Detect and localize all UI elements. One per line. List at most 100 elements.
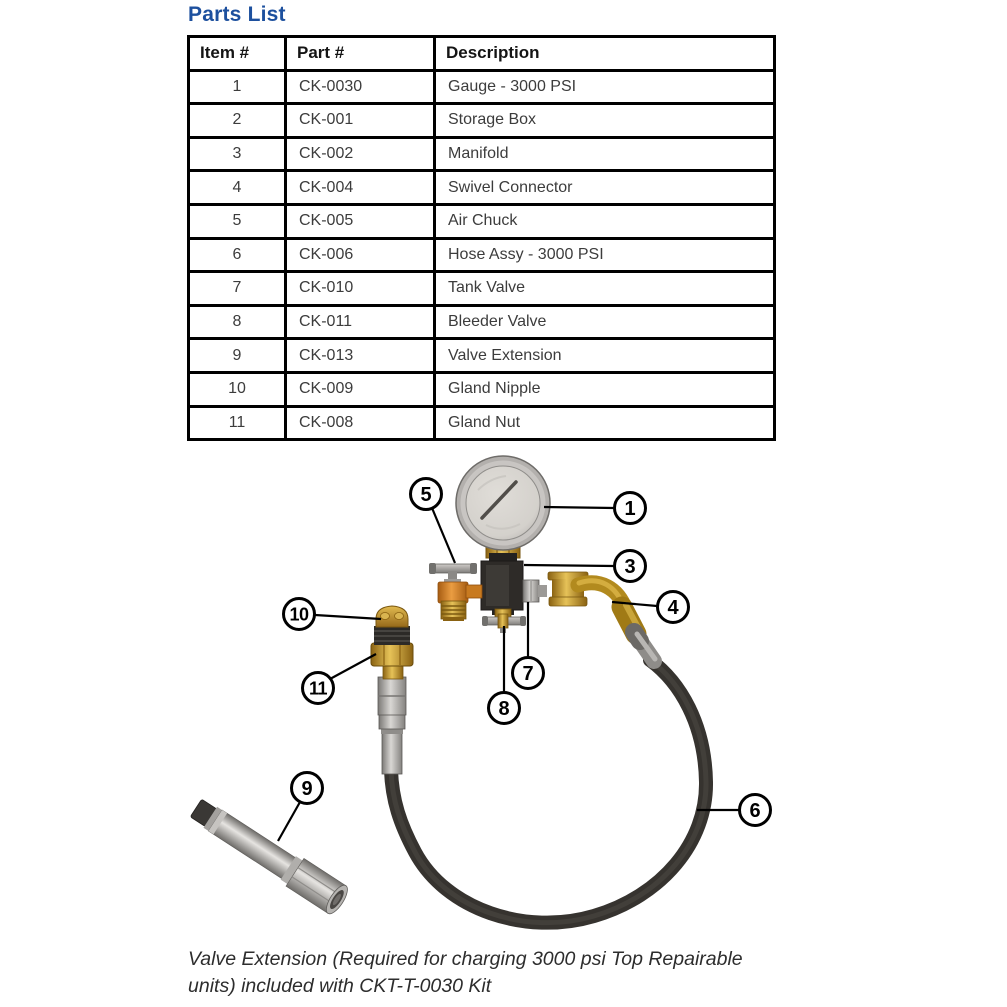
table-row: 4 CK-004 Swivel Connector: [187, 169, 776, 206]
callout-circle: [613, 549, 647, 583]
part-number-cell: CK-009: [284, 370, 436, 408]
callout-number: 10: [289, 605, 309, 625]
callout-number: 11: [309, 679, 328, 699]
table-row: 7 CK-010 Tank Valve: [187, 270, 776, 307]
item-number-cell: 5: [187, 202, 287, 240]
air-chuck: [429, 563, 483, 621]
description-cell: Manifold: [433, 135, 776, 173]
manifold-top-stub: [489, 553, 517, 563]
column-header-item: Item #: [187, 35, 287, 72]
footnote-line-2: units) included with CKT-T-0030 Kit: [188, 975, 492, 997]
callout-11: 11: [301, 671, 335, 705]
valve-extension: [190, 799, 348, 915]
table-header-row: Item # Part # Description: [187, 35, 776, 72]
callout-6: 6: [738, 793, 772, 827]
callout-number: 9: [301, 778, 312, 800]
page-title: Parts List: [188, 3, 286, 26]
leader-line-9: [277, 801, 301, 842]
table-row: 3 CK-002 Manifold: [187, 135, 776, 173]
callouts: 1 3 4 5 6 7 8: [282, 477, 772, 827]
callout-circle: [613, 491, 647, 525]
description-cell: Gauge - 3000 PSI: [433, 68, 776, 106]
callout-number: 7: [522, 663, 533, 685]
air-chuck-nipple: [465, 584, 483, 599]
part-number-cell: CK-011: [284, 303, 436, 341]
callout-circle: [290, 771, 324, 805]
item-number-cell: 10: [187, 370, 287, 408]
part-number-cell: CK-008: [284, 404, 436, 442]
extension-thread-inner: [332, 893, 341, 906]
handle-right-cap: [470, 563, 477, 574]
item-number-cell: 2: [187, 102, 287, 139]
table-row: 2 CK-001 Storage Box: [187, 102, 776, 139]
nut-neck: [538, 585, 547, 597]
callout-7: 7: [511, 656, 545, 690]
description-cell: Air Chuck: [433, 202, 776, 240]
description-cell: Gland Nipple: [433, 370, 776, 408]
item-number-cell: 3: [187, 135, 287, 173]
swivel-collar-bottom: [548, 596, 588, 607]
item-number-cell: 4: [187, 169, 287, 206]
valve-hex-collar: [378, 712, 406, 730]
footnote-line-1: Valve Extension (Required for charging 3…: [188, 948, 743, 970]
leader-line-10: [314, 613, 382, 621]
part-number-cell: CK-010: [284, 270, 436, 307]
column-header-description: Description: [433, 35, 776, 72]
item-number-cell: 11: [187, 404, 287, 442]
air-chuck-collar: [444, 579, 461, 584]
callout-leader-lines: [277, 505, 739, 842]
callout-5: 5: [409, 477, 443, 511]
gauge-face-texture: [477, 475, 521, 530]
callout-number: 6: [749, 800, 760, 822]
footnote: Valve Extension (Required for charging 3…: [188, 946, 828, 1000]
description-cell: Bleeder Valve: [433, 303, 776, 341]
item-number-cell: 6: [187, 236, 287, 274]
air-chuck-body: [437, 581, 469, 604]
table-row: 8 CK-011 Bleeder Valve: [187, 303, 776, 341]
callout-number: 1: [624, 498, 635, 520]
bleeder-hub: [497, 613, 509, 629]
gland-nut: [370, 642, 414, 667]
part-number-cell: CK-004: [284, 169, 436, 206]
callout-circle: [656, 590, 690, 624]
callout-number: 4: [667, 597, 679, 619]
item-number-cell: 9: [187, 337, 287, 374]
coupler-bottom-cap: [443, 617, 464, 621]
nipple-dome: [375, 605, 409, 628]
part-number-cell: CK-001: [284, 102, 436, 139]
table-row: 10 CK-009 Gland Nipple: [187, 370, 776, 408]
callout-1: 1: [613, 491, 647, 525]
tank-valve-assembly: [370, 605, 414, 775]
tank-valve-nut: [522, 579, 547, 603]
callout-9: 9: [290, 771, 324, 805]
manifold-face: [486, 565, 509, 606]
leader-line-11: [329, 653, 377, 680]
parts-diagram: 1 3 4 5 6 7 8: [190, 455, 772, 930]
callout-circle: [511, 656, 545, 690]
table-row: 11 CK-008 Gland Nut: [187, 404, 776, 442]
wing-left-cap: [482, 616, 488, 626]
leader-line-4: [611, 600, 658, 608]
gauge-needle: [480, 480, 518, 520]
leader-line-3: [523, 563, 615, 568]
callout-10: 10: [282, 597, 316, 631]
item-number-cell: 7: [187, 270, 287, 307]
part-number-cell: CK-013: [284, 337, 436, 374]
hose-assembly: [384, 653, 714, 930]
description-cell: Gland Nut: [433, 404, 776, 442]
gland-nipple: [374, 605, 410, 645]
wing-right-cap: [520, 616, 526, 626]
extension-ring: [203, 806, 223, 832]
valve-lower-stem: [381, 727, 403, 775]
description-cell: Storage Box: [433, 102, 776, 139]
table-row: 5 CK-005 Air Chuck: [187, 202, 776, 240]
callout-circle: [301, 671, 335, 705]
description-cell: Hose Assy - 3000 PSI: [433, 236, 776, 274]
table-row: 1 CK-0030 Gauge - 3000 PSI: [187, 68, 776, 106]
part-number-cell: CK-0030: [284, 68, 436, 106]
callout-number: 3: [624, 556, 635, 578]
part-number-cell: CK-002: [284, 135, 436, 173]
callout-8: 8: [487, 691, 521, 725]
table-row: 6 CK-006 Hose Assy - 3000 PSI: [187, 236, 776, 274]
air-chuck-stem: [448, 571, 457, 581]
